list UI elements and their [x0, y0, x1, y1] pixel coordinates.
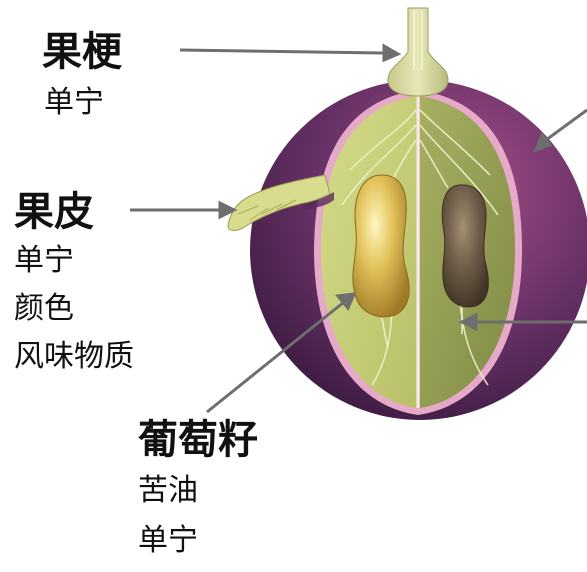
- stem-arrow: [179, 48, 385, 55]
- stem-arrowhead: [382, 43, 402, 63]
- seed-brown: [441, 184, 489, 308]
- right-skin-arrow: [545, 108, 587, 142]
- seed-label-title: 葡萄籽: [138, 417, 258, 463]
- label-arrows: [130, 43, 587, 414]
- skin-flap: [227, 174, 331, 231]
- stem-label-title: 果梗: [42, 29, 122, 75]
- skin-arrowhead: [218, 200, 238, 220]
- seed-gold: [352, 174, 410, 318]
- skin-label-title: 果皮: [14, 189, 94, 235]
- skin-flap-underside: [300, 192, 334, 210]
- stem-label-item: 单宁: [44, 85, 104, 120]
- right-skin-arrowhead: [533, 132, 553, 153]
- seed-arrow: [206, 300, 345, 414]
- seed-gold-stalk: [381, 317, 389, 349]
- grape-stem: [387, 7, 449, 97]
- skin-flap-pattern: [237, 199, 297, 221]
- skin-label-item-3: 风味物质: [14, 339, 134, 374]
- skin-label-item-1: 单宁: [14, 243, 74, 278]
- right-seed-arrowhead: [458, 312, 478, 332]
- skin-label-item-2: 颜色: [14, 291, 74, 326]
- seed-label-item-2: 单宁: [138, 523, 198, 558]
- seed-label-item-1: 苦油: [138, 473, 198, 508]
- seed-arrowhead: [335, 292, 357, 311]
